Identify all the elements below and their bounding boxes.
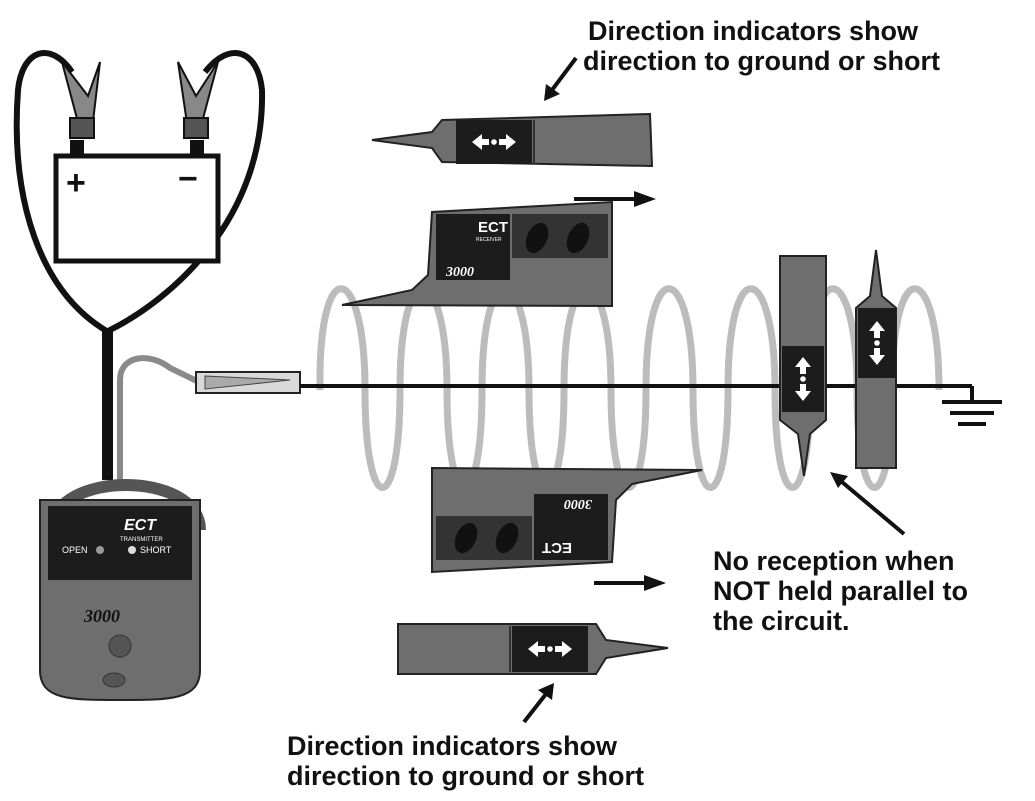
probe-vertical-right [855,249,897,469]
transmitter-subtitle: TRANSMITTER [120,537,163,543]
open-label: OPEN [62,545,88,555]
transmitter-model: 3000 [83,606,120,626]
probe-vertical-left [779,255,827,477]
caption-right-line-2: NOT held parallel to [713,576,969,606]
receiver-top-brand: ECT [478,219,508,236]
alligator-clip [195,371,301,394]
probe-top [371,112,654,168]
battery-clamp-left [61,61,101,139]
pointer-arrow-bottom [522,683,554,724]
caption-right-line-1: No reception when [713,546,955,576]
caption-bottom: Direction indicators show direction to g… [287,731,644,791]
black-cable [13,50,108,480]
receiver-top-subtitle: RECEIVER [476,237,502,243]
gray-lead [117,355,207,480]
pointer-arrow-top [544,56,578,101]
transmitter: ECT TRANSMITTER OPEN SHORT 3000 [39,479,206,701]
transmitter-brand: ECT [124,517,157,534]
ground-symbol [942,400,1002,426]
pointer-arrow-right [830,472,906,536]
coil [316,285,943,491]
receiver-bottom: 3000 ECT [431,466,703,574]
receiver-top-model: 3000 [445,265,474,280]
caption-top-line-1: Direction indicators show [588,16,919,46]
caption-right: No reception when NOT held parallel to t… [713,546,968,636]
battery-minus-label: − [178,160,198,198]
receiver-bottom-model: 3000 [564,496,593,511]
probe-bottom [397,623,669,675]
short-led [128,546,136,554]
receiver-top: ECT RECEIVER 3000 [341,200,613,308]
black-cable-right [107,50,266,480]
motion-arrow-top [574,191,656,207]
battery: + − [53,140,221,264]
caption-bottom-line-1: Direction indicators show [287,731,618,761]
short-label: SHORT [140,545,172,555]
motion-arrow-bottom [594,575,666,591]
caption-bottom-line-2: direction to ground or short [287,761,644,791]
battery-clamp-right [177,61,219,139]
battery-plus-label: + [66,164,86,202]
caption-top-line-2: direction to ground or short [583,46,940,76]
receiver-bottom-brand: ECT [542,539,572,556]
open-led [96,546,104,554]
caption-right-line-3: the circuit. [713,606,850,636]
caption-top: Direction indicators show direction to g… [583,16,940,76]
